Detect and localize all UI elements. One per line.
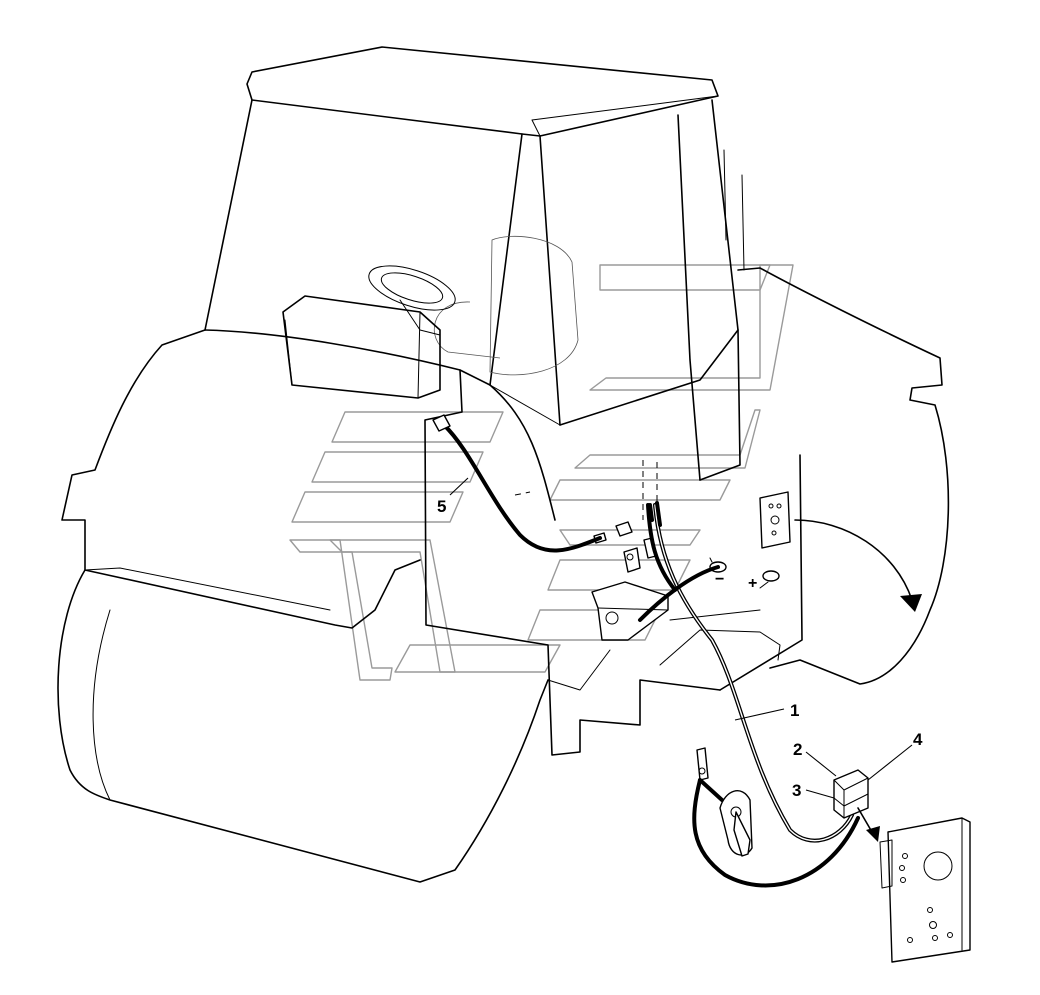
lower-harness — [692, 747, 860, 888]
cab-frame — [204, 99, 253, 331]
cab-roof — [246, 46, 719, 137]
dashboard — [282, 295, 441, 399]
positive-terminal — [762, 570, 780, 582]
battery-bracket — [591, 521, 669, 641]
isolator-switch — [719, 790, 753, 857]
front-body — [61, 329, 421, 629]
callouts: 1 2 3 4 5 — [437, 477, 923, 800]
mount-arrow-icon — [866, 826, 880, 842]
watermark-logo — [289, 264, 794, 681]
mounting-plate — [879, 817, 971, 963]
rear-body — [737, 267, 950, 685]
control-panel — [759, 491, 922, 612]
steering-wheel — [368, 265, 456, 311]
relay-box — [833, 769, 880, 842]
callout-1: 1 — [790, 701, 799, 720]
callout-4: 4 — [913, 730, 923, 749]
main-cable — [638, 501, 854, 843]
callout-2: 2 — [793, 740, 802, 759]
battery-terminals: − + — [709, 557, 780, 592]
callout-3: 3 — [792, 781, 801, 800]
machine-outline — [57, 46, 950, 883]
seat — [489, 235, 579, 376]
front-drum — [57, 569, 549, 883]
negative-sign: − — [715, 571, 724, 588]
sensor-cable — [432, 414, 602, 553]
positive-sign: + — [748, 575, 757, 592]
callout-5: 5 — [437, 497, 446, 516]
relocation-arrow — [794, 519, 913, 601]
ring-terminal — [696, 747, 709, 781]
arrow-head-icon — [900, 594, 922, 612]
sensor-connector — [432, 414, 451, 432]
